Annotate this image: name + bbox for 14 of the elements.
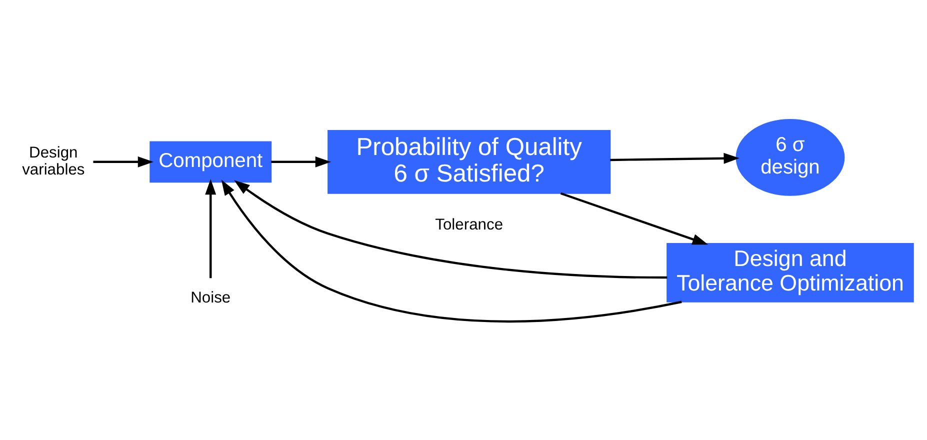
arrow — [205, 178, 216, 278]
arrow — [271, 156, 332, 167]
arrow — [221, 179, 682, 322]
arrow — [234, 180, 668, 278]
node-box: Design and Tolerance Optimization — [666, 242, 914, 302]
arrow — [93, 156, 154, 167]
arrow — [560, 192, 708, 244]
edge-label: Tolerance — [435, 216, 504, 233]
node-text: Design variables — [22, 144, 85, 178]
node-box: Probability of Quality 6 σ Satisfied? — [328, 130, 611, 194]
arrow — [610, 152, 740, 164]
node-ellipse: 6 σ design — [736, 118, 845, 196]
node-box: Component — [150, 140, 272, 182]
node-text: Noise — [190, 289, 231, 306]
